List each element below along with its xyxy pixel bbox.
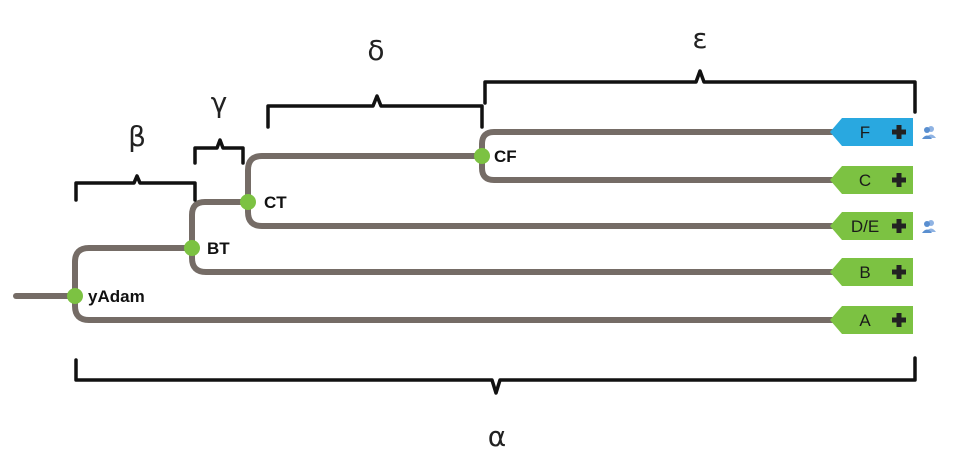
leaf-tag-a[interactable]: A [830,306,913,334]
plus-icon[interactable] [892,125,906,139]
leaf-tag-shape [830,212,913,240]
branch-ct-to-cf [245,153,485,205]
plus-icon[interactable] [892,265,906,279]
plus-icon[interactable] [892,313,906,327]
leaf-tag-b[interactable]: B [830,258,913,286]
leaf-tag-f[interactable]: F [830,118,913,146]
branch-cf-to-f [479,129,843,159]
leaf-tag-shape [830,118,913,146]
leaf-tag-c[interactable]: C [830,166,913,194]
brace-delta [266,94,484,129]
leaf-tag-shape [830,166,913,194]
leaf-label-de: D/E [851,217,879,236]
label-delta: δ [367,34,384,67]
leaf-tag-shape [830,258,913,286]
branch-yadam-to-bt [72,245,195,299]
leaf-tags: F C D/E B A [830,118,936,334]
branch-yadam-to-a [72,293,843,323]
node-yadam-label: yAdam [88,287,145,306]
brace-labels: β γ δ ε α [128,22,708,453]
label-gamma: γ [211,86,228,119]
leaf-label-a: A [859,311,871,330]
plus-icon[interactable] [892,173,906,187]
leaf-tag-de[interactable]: D/E [830,212,913,240]
branch-ct-to-de [245,199,843,229]
node-cf-dot[interactable] [474,148,490,164]
tree-branches [13,129,843,323]
brace-epsilon [483,69,917,114]
node-ct-dot[interactable] [240,194,256,210]
leaf-label-c: C [859,171,871,190]
label-epsilon: ε [692,22,707,55]
user-group-icon[interactable] [922,126,936,139]
node-bt-dot[interactable] [184,240,200,256]
node-ct-label: CT [264,193,287,212]
leaf-tag-shape [830,306,913,334]
node-yadam-dot[interactable] [67,288,83,304]
branch-cf-to-c [479,153,843,183]
label-beta: β [128,120,146,153]
plus-icon[interactable] [892,219,906,233]
leaf-label-f: F [860,123,870,142]
branch-bt-to-b [189,245,843,275]
brace-gamma [193,138,245,165]
brace-alpha [74,356,917,395]
clade-braces [74,69,917,395]
branch-bt-to-ct [189,199,251,251]
node-bt-label: BT [207,239,230,258]
label-alpha: α [488,420,506,453]
leaf-label-b: B [859,263,870,282]
internal-nodes: yAdam BT CT CF [67,147,517,306]
user-group-icon[interactable] [922,220,936,233]
node-cf-label: CF [494,147,517,166]
brace-beta [74,174,197,202]
